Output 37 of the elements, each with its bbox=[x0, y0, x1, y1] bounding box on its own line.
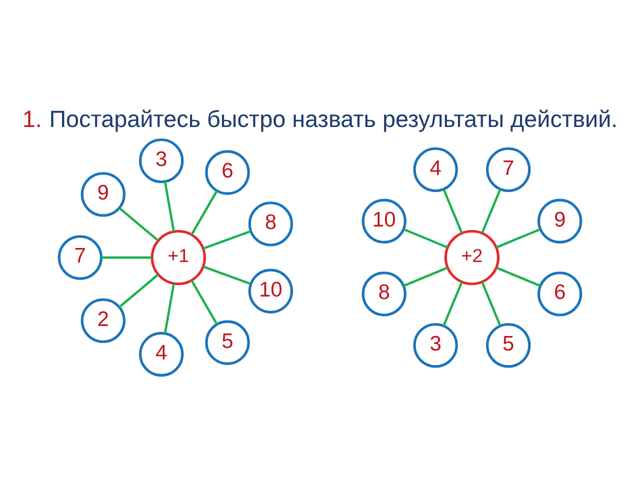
connector bbox=[403, 266, 448, 287]
node-circle: 9 bbox=[80, 172, 126, 217]
connector bbox=[101, 256, 152, 259]
node-circle: 5 bbox=[205, 320, 250, 365]
node-circle: 3 bbox=[139, 138, 184, 184]
node-circle: 6 bbox=[205, 150, 250, 195]
connector bbox=[164, 283, 175, 334]
node-circle: 9 bbox=[537, 198, 582, 244]
node-circle: 10 bbox=[248, 268, 294, 314]
node-circle: 4 bbox=[413, 147, 458, 192]
connector bbox=[481, 188, 502, 234]
node-circle: 5 bbox=[486, 323, 531, 368]
connector bbox=[190, 190, 218, 236]
connector bbox=[403, 228, 448, 248]
connector bbox=[118, 207, 159, 242]
connector bbox=[481, 282, 502, 326]
node-circle: +1 bbox=[150, 230, 206, 286]
connector bbox=[442, 282, 463, 326]
connector bbox=[190, 280, 218, 325]
connector bbox=[442, 188, 463, 234]
node-circle: 2 bbox=[80, 298, 126, 344]
connector bbox=[164, 181, 175, 232]
connector bbox=[496, 266, 541, 287]
node-circle: 4 bbox=[139, 332, 184, 377]
diagram-title: 1. Постарайтесь быстро назвать результаты действий. bbox=[22, 106, 618, 132]
node-circle: 8 bbox=[362, 272, 406, 316]
node-circle: 3 bbox=[413, 323, 458, 368]
connector bbox=[202, 265, 252, 286]
connector bbox=[202, 230, 252, 250]
node-circle: +2 bbox=[444, 230, 500, 286]
node-circle: 7 bbox=[486, 147, 531, 192]
connector bbox=[118, 274, 159, 308]
node-circle: 6 bbox=[537, 272, 582, 316]
connector bbox=[496, 228, 541, 248]
node-circle: 10 bbox=[362, 198, 406, 244]
node-circle: 8 bbox=[248, 202, 294, 246]
node-circle: 7 bbox=[58, 235, 103, 280]
